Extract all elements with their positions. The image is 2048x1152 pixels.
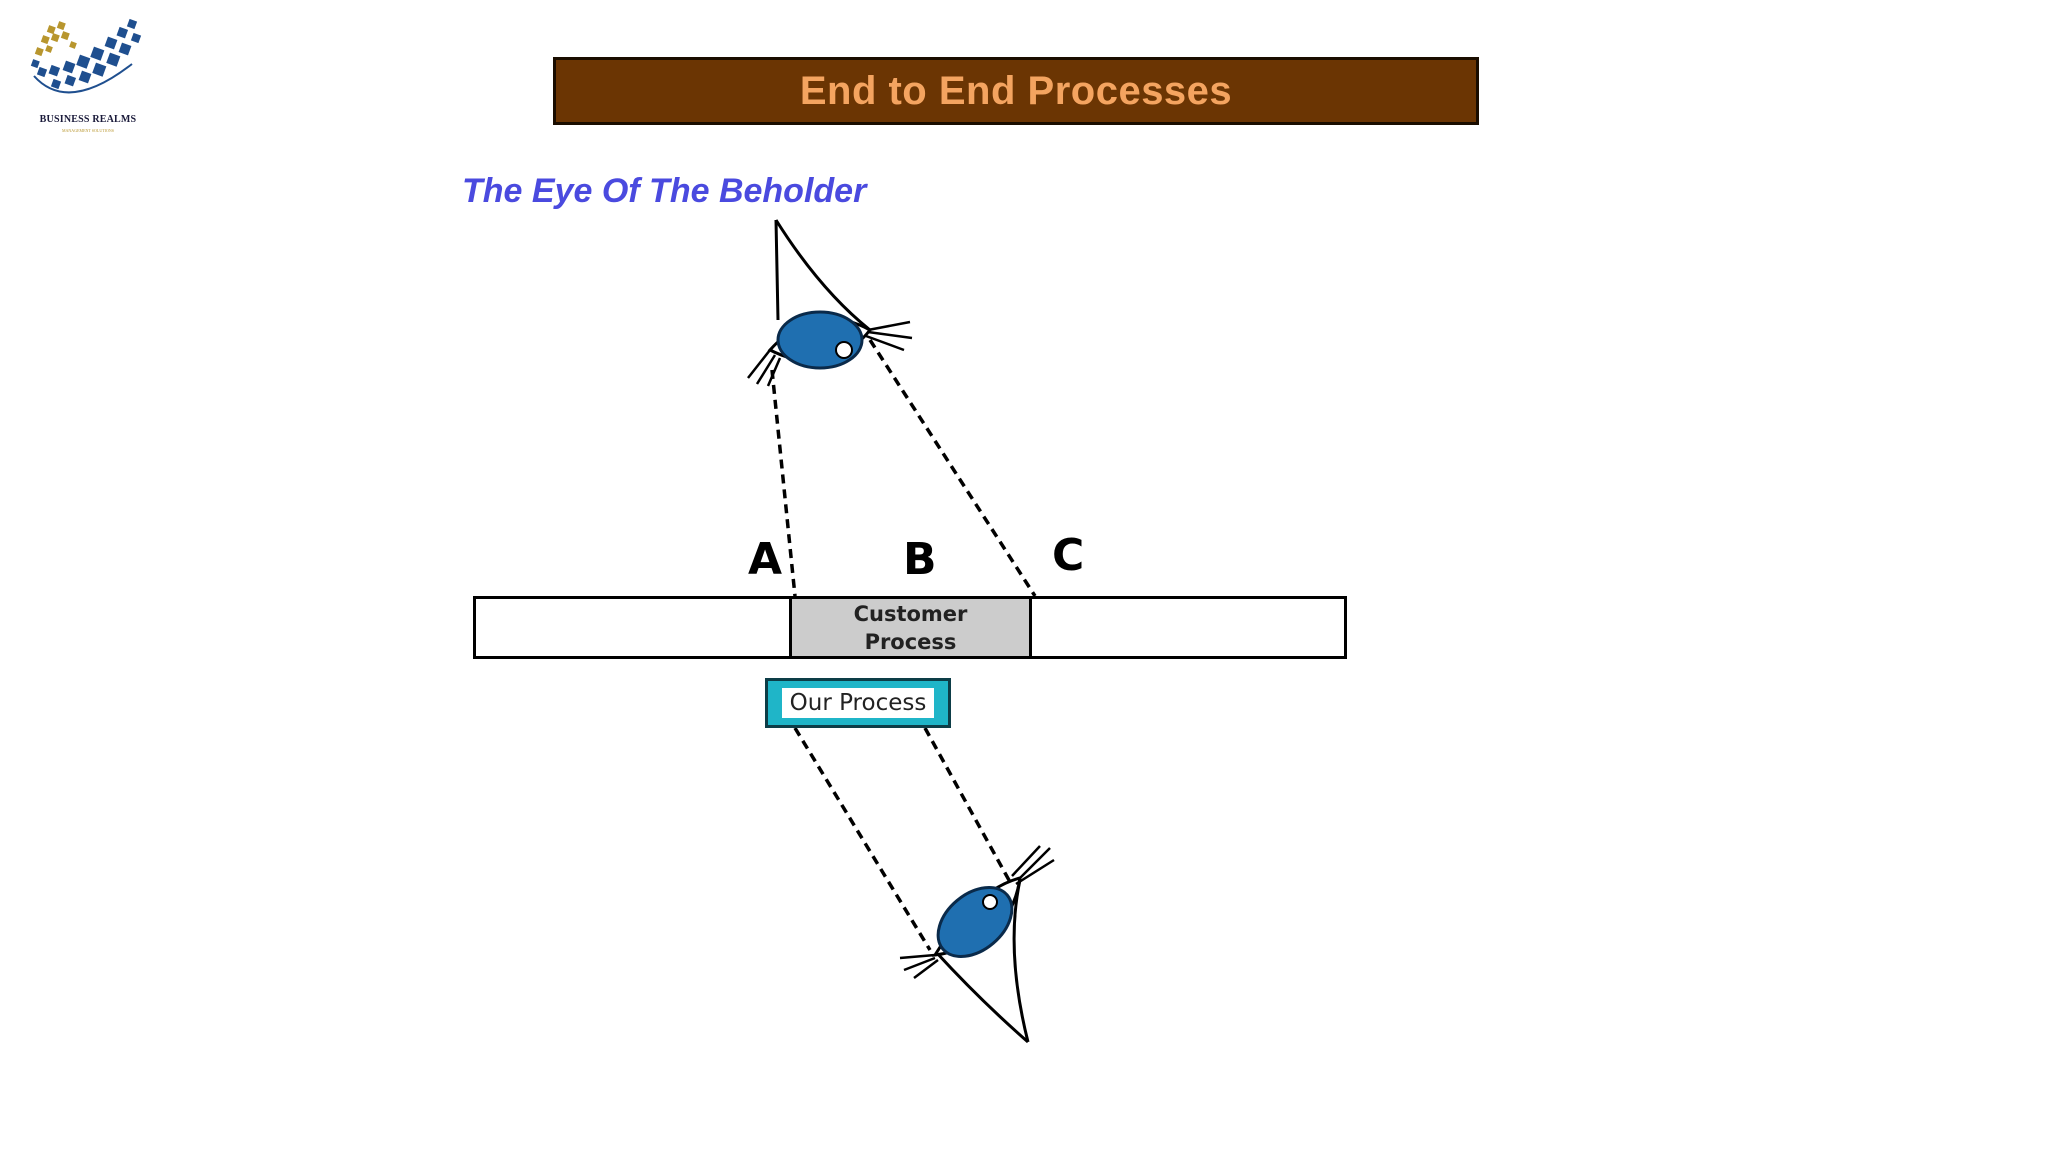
company-logo: BUSINESS REALMS MANAGEMENT SOLUTIONS (28, 18, 158, 133)
end-to-end-process-bar: Customer Process (473, 596, 1347, 659)
sightline-bottom-right (923, 727, 1012, 883)
eye-bottom-icon (899, 845, 1055, 1044)
page-title: End to End Processes (799, 68, 1233, 113)
our-process-box: Our Process (765, 678, 951, 728)
eye-top-icon (747, 219, 913, 387)
customer-process-segment: Customer Process (789, 596, 1032, 659)
sightline-top-right (868, 339, 1037, 597)
marker-a: A (748, 534, 783, 585)
logo-globe-icon (30, 18, 142, 94)
sightline-top-left (770, 369, 797, 597)
logo-company-name: BUSINESS REALMS (39, 114, 137, 125)
our-process-label: Our Process (781, 688, 935, 718)
logo-tagline: MANAGEMENT SOLUTIONS (61, 128, 115, 133)
sightline-bottom-left (793, 727, 932, 951)
marker-c: C (1052, 530, 1085, 581)
customer-process-label: Customer Process (853, 601, 968, 654)
title-banner: End to End Processes (553, 57, 1479, 125)
marker-b: B (903, 534, 937, 585)
diagram-subtitle: The Eye Of The Beholder (462, 172, 867, 210)
